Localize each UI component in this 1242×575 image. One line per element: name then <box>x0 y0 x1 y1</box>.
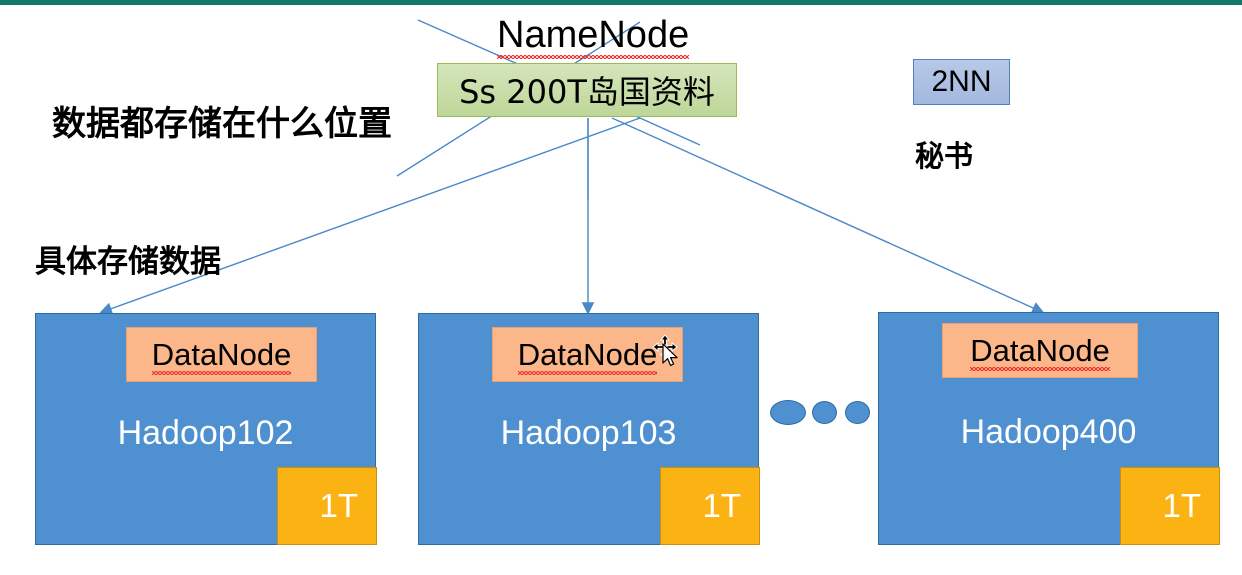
datanode-label-3: DataNode <box>970 332 1110 371</box>
arrow-namenode-to-host3 <box>611 117 1045 314</box>
datanode-label-1: DataNode <box>151 336 292 375</box>
annotation-where-is-data: 数据都存储在什么位置 <box>52 104 392 144</box>
disk-label-3: 1T <box>1162 487 1201 524</box>
ellipsis-dot-3 <box>845 401 870 424</box>
annotation-concrete-storage: 具体存储数据 <box>35 244 221 280</box>
datanode-chip-3[interactable]: DataNode <box>942 323 1138 378</box>
namenode-metadata-label: Ss 200T岛国资料 <box>459 73 715 111</box>
host-label-2: Hadoop103 <box>500 414 677 452</box>
namenode-title-text: NameNode <box>497 14 690 59</box>
disk-chip-1[interactable]: 1T <box>277 467 377 545</box>
secondary-namenode-box[interactable]: 2NN <box>913 59 1010 105</box>
namenode-title: NameNode <box>497 14 690 59</box>
host-label-3: Hadoop400 <box>960 413 1137 451</box>
host-label-1: Hadoop102 <box>117 414 294 452</box>
datanode-chip-2[interactable]: DataNode <box>492 327 683 382</box>
secondary-namenode-caption: 秘书 <box>915 139 974 173</box>
disk-label-2: 1T <box>702 487 741 524</box>
ellipsis-dot-2 <box>812 401 837 424</box>
top-accent-bar <box>0 0 1242 5</box>
namenode-metadata-box[interactable]: Ss 200T岛国资料 <box>437 63 737 117</box>
disk-chip-3[interactable]: 1T <box>1120 467 1220 545</box>
arrow-namenode-to-host1 <box>99 117 641 315</box>
disk-chip-2[interactable]: 1T <box>660 467 760 545</box>
datanode-chip-1[interactable]: DataNode <box>126 327 317 382</box>
line-right-stub <box>639 117 701 146</box>
datanode-label-2: DataNode <box>517 336 658 375</box>
ellipsis-dot-1 <box>770 400 806 425</box>
disk-label-1: 1T <box>319 487 358 524</box>
secondary-namenode-label: 2NN <box>931 65 992 98</box>
